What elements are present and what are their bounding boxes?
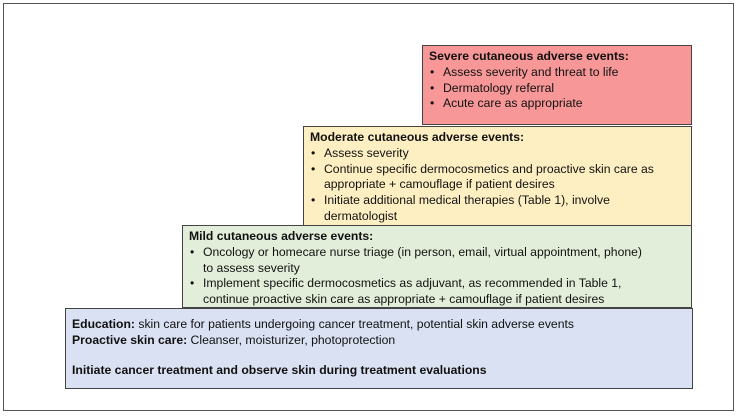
moderate-events-box: Moderate cutaneous adverse events: Asses… [303, 126, 692, 227]
moderate-item-assess: Assess severity [310, 146, 685, 162]
severe-events-box: Severe cutaneous adverse events: Assess … [422, 45, 692, 125]
moderate-item-dermocosmetics-line2: appropriate + camouflage if patient desi… [324, 177, 555, 192]
education-base-box: Education: skin care for patients underg… [65, 308, 693, 389]
proactive-label: Proactive skin care: [72, 332, 188, 347]
moderate-item-dermocosmetics: Continue specific dermocosmetics and pro… [310, 162, 685, 194]
initiate-treatment-line: Initiate cancer treatment and observe sk… [72, 362, 487, 377]
mild-item-dermocosmetics-line2: continue proactive skin care as appropri… [203, 292, 605, 307]
mild-item-dermocosmetics: Implement specific dermocosmetics as adj… [189, 276, 685, 308]
mild-item-triage: Oncology or homecare nurse triage (in pe… [189, 245, 685, 277]
figure-frame [3, 3, 734, 411]
proactive-text: Cleanser, moisturizer, photoprotection [187, 332, 396, 347]
spacer [72, 349, 686, 363]
mild-list: Oncology or homecare nurse triage (in pe… [189, 245, 685, 308]
mild-item-triage-line2: to assess severity [203, 260, 300, 275]
mild-events-box: Mild cutaneous adverse events: Oncology … [182, 225, 692, 308]
moderate-item-dermocosmetics-line1: Continue specific dermocosmetics and pro… [324, 161, 654, 176]
moderate-item-therapies: Initiate additional medical therapies (T… [310, 193, 685, 225]
moderate-item-therapies-line1: Initiate additional medical therapies (T… [324, 193, 610, 208]
mild-item-dermocosmetics-line1: Implement specific dermocosmetics as adj… [203, 276, 622, 291]
moderate-item-therapies-line2: dermatologist [324, 208, 398, 223]
mild-title: Mild cutaneous adverse events: [189, 229, 374, 243]
moderate-title: Moderate cutaneous adverse events: [310, 130, 525, 144]
moderate-list: Assess severity Continue specific dermoc… [310, 146, 685, 225]
severe-list: Assess severity and threat to life Derma… [429, 65, 685, 112]
severe-item-assess: Assess severity and threat to life [429, 65, 685, 81]
mild-item-triage-line1: Oncology or homecare nurse triage (in pe… [203, 244, 642, 259]
education-label: Education: [72, 317, 135, 331]
severe-item-referral: Dermatology referral [429, 81, 685, 97]
severe-item-acute-care: Acute care as appropriate [429, 96, 685, 112]
severe-title: Severe cutaneous adverse events: [429, 49, 629, 63]
proactive-line: Proactive skin care: Cleanser, moisturiz… [72, 333, 686, 349]
education-line: Education: skin care for patients underg… [72, 317, 686, 333]
education-text: skin care for patients undergoing cancer… [134, 317, 574, 331]
